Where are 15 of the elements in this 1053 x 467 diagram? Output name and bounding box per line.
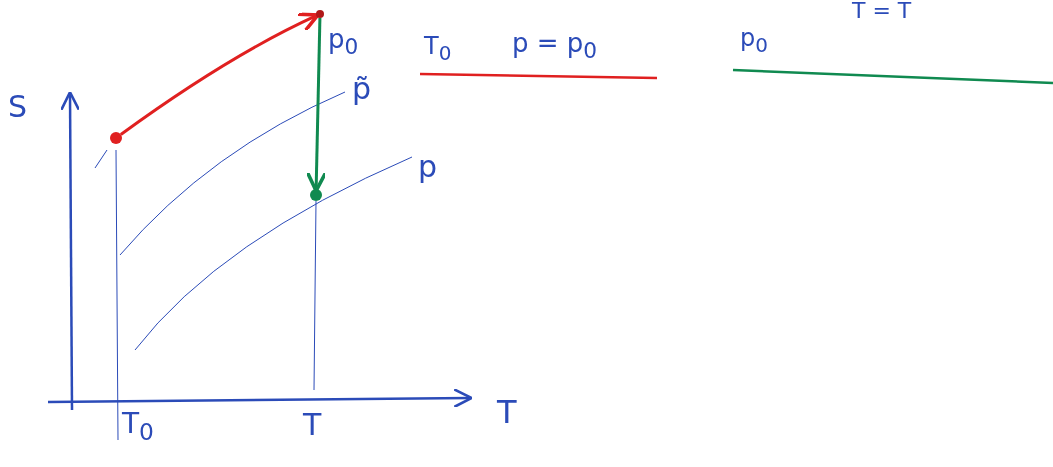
state-point <box>310 189 322 201</box>
axis-label: T$_{0}$ <box>424 34 452 63</box>
axis-label: T$_{0}$ <box>122 410 154 444</box>
axis-label: p$_{0}$ <box>740 26 768 55</box>
state-label: p$_{0}$ <box>328 26 359 58</box>
axis-label: p <box>418 152 438 182</box>
axis-label: T <box>303 410 322 440</box>
process-arrow <box>119 12 320 136</box>
axis-label: p = p$_{0}$ <box>512 30 598 62</box>
axis-label: T = T <box>852 0 912 22</box>
axis-label: T <box>497 396 517 428</box>
axis-label: p̃ <box>352 74 372 104</box>
axis-label: S <box>8 92 28 122</box>
state-point <box>316 10 324 18</box>
state-point <box>110 132 122 144</box>
